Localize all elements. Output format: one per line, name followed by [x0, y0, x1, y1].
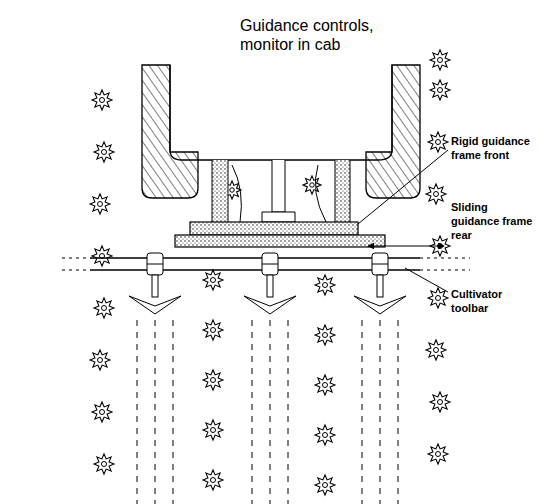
sliding-frame-label: Sliding guidance frame rear — [449, 200, 537, 242]
hitch-block — [262, 212, 295, 222]
cultivator-shanks — [129, 253, 406, 504]
hoses — [232, 165, 326, 222]
tractor-body — [170, 65, 392, 160]
right-tire — [366, 65, 420, 198]
rigid-frame — [190, 222, 358, 235]
right-link — [335, 160, 350, 224]
slide-arrow — [368, 246, 444, 247]
toolbar-label: Cultivator toolbar — [449, 287, 537, 315]
cab-label: Guidance controls, monitor in cab — [240, 16, 380, 54]
center-link — [272, 160, 285, 212]
sliding-frame — [175, 235, 385, 247]
leader-rigid — [358, 150, 448, 224]
left-link — [212, 160, 228, 224]
left-tire — [142, 65, 198, 198]
leader-toolbar — [405, 268, 448, 292]
rigid-frame-label: Rigid guidance frame front — [449, 134, 537, 162]
